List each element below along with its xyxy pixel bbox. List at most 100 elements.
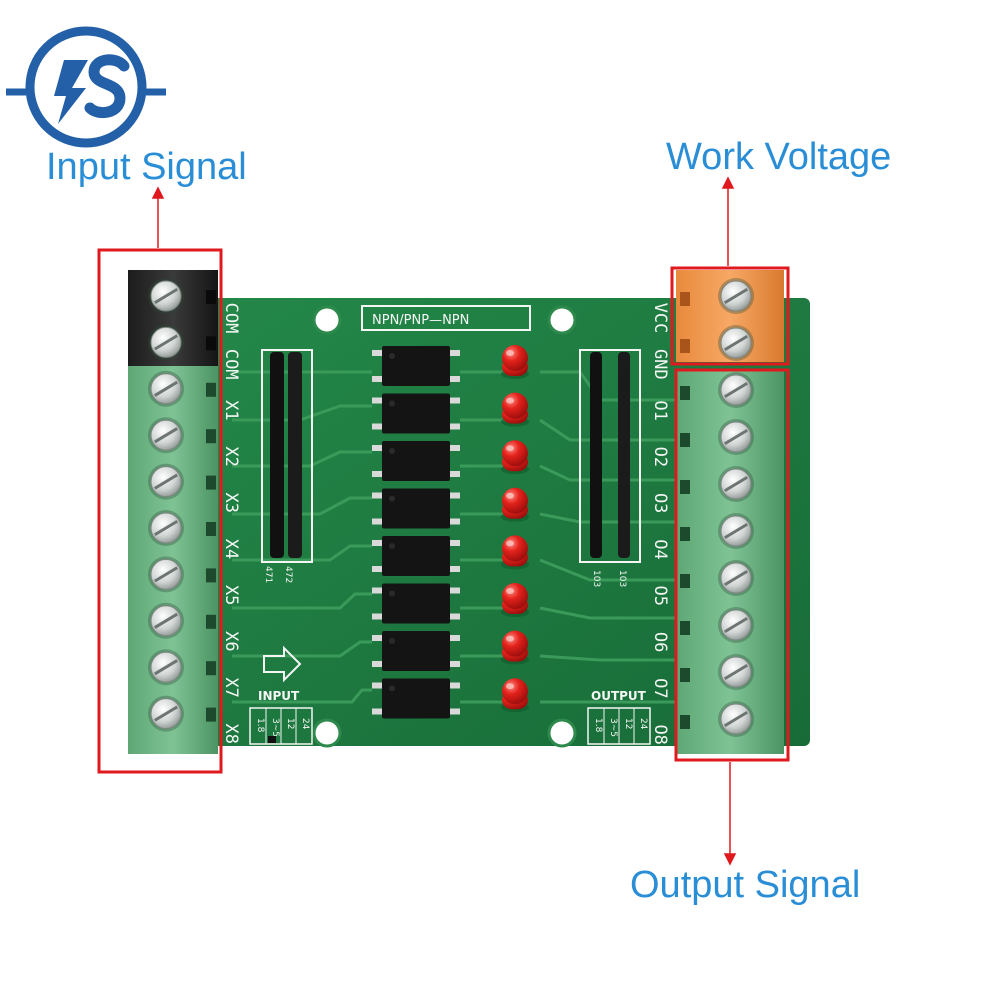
- callout-arrows: [151, 176, 737, 866]
- pcb: [150, 298, 810, 746]
- red-led: [501, 440, 529, 475]
- input-signal-label: Input Signal: [46, 146, 247, 188]
- terminal-slot: [680, 339, 690, 353]
- terminal-label: X7: [221, 677, 241, 697]
- terminal-screw-icon[interactable]: [718, 325, 754, 361]
- terminal-label: X5: [221, 585, 241, 605]
- terminal-slot: [206, 382, 216, 397]
- brand-logo: [6, 26, 166, 148]
- terminal-slot: [680, 386, 690, 400]
- output-signal-label: Output Signal: [630, 864, 861, 906]
- input-voltage-12: 12: [285, 718, 295, 729]
- terminal-slot: [206, 336, 216, 351]
- terminal-slot: [680, 715, 690, 729]
- terminal-screw-icon[interactable]: [718, 560, 754, 596]
- terminal-screw-icon[interactable]: [148, 463, 184, 500]
- terminal-label: X2: [221, 446, 241, 466]
- terminal-screw-icon[interactable]: [718, 372, 754, 408]
- terminal-screw-icon[interactable]: [148, 324, 184, 361]
- terminal-screw-icon[interactable]: [718, 607, 754, 643]
- output-voltage-12: 12: [623, 718, 633, 729]
- red-led: [501, 487, 529, 522]
- terminal-screw-icon[interactable]: [718, 278, 754, 314]
- input-voltage-selector: 1.8 3~5 12 24: [249, 707, 313, 745]
- terminal-slot: [680, 574, 690, 588]
- terminal-slot: [206, 429, 216, 444]
- terminal-slot: [680, 433, 690, 447]
- board-title: NPN/PNP—NPN: [372, 313, 469, 328]
- terminal-screw-icon[interactable]: [718, 701, 754, 737]
- optocouplers: [372, 346, 460, 719]
- optocoupler-chip: [372, 346, 460, 386]
- terminal-label: O5: [650, 586, 670, 606]
- terminal-slot: [206, 661, 216, 676]
- terminal-screw-icon[interactable]: [148, 278, 184, 314]
- terminal-slot: [206, 522, 216, 536]
- output-voltage-24: 24: [638, 718, 648, 730]
- optocoupler-chip: [372, 583, 460, 624]
- resistor-label-103-b: 103: [617, 570, 627, 587]
- terminal-slot: [206, 475, 216, 490]
- optocoupler-chip: [372, 536, 460, 576]
- input-section-label: INPUT: [258, 689, 300, 703]
- output-voltage-3-5: 3~5: [608, 718, 618, 737]
- terminal-label: O2: [650, 447, 670, 467]
- terminal-label: O6: [650, 632, 670, 652]
- terminal-label: X3: [221, 493, 241, 513]
- terminal-screw-icon[interactable]: [148, 602, 184, 639]
- terminal-screw-icon[interactable]: [148, 417, 184, 454]
- terminal-label: VCC: [650, 303, 670, 334]
- red-led: [501, 345, 529, 379]
- input-voltage-1-8: 1.8: [255, 718, 265, 733]
- input-voltage-24: 24: [300, 718, 310, 730]
- terminal-screw-icon[interactable]: [718, 466, 754, 502]
- terminal-screw-icon[interactable]: [148, 556, 184, 593]
- resistor-label-472: 472: [283, 566, 293, 583]
- output-terminal-screws: [680, 278, 754, 737]
- terminal-label: O7: [650, 678, 670, 698]
- terminal-slot: [680, 527, 690, 541]
- red-led: [501, 630, 529, 665]
- output-signal-highlight: [674, 368, 790, 762]
- terminal-label: O1: [650, 400, 670, 420]
- input-signal-highlight: [97, 248, 223, 774]
- terminal-slot: [680, 621, 690, 635]
- terminal-label: COM: [221, 303, 241, 334]
- terminal-screw-icon[interactable]: [148, 649, 184, 686]
- output-section-label: OUTPUT: [591, 689, 647, 703]
- terminal-screw-icon[interactable]: [148, 510, 184, 546]
- output-voltage-1-8: 1.8: [593, 718, 603, 733]
- optocoupler-chip: [372, 441, 460, 481]
- terminal-label: X6: [221, 631, 241, 651]
- red-led: [501, 535, 529, 570]
- input-terminal-screws: [148, 278, 216, 732]
- optocoupler-chip: [372, 488, 460, 529]
- work-voltage-highlight: [670, 266, 790, 366]
- terminal-screw-icon[interactable]: [148, 695, 184, 732]
- terminal-slot: [680, 480, 690, 494]
- logo-mark-icon: [54, 54, 130, 124]
- input-voltage-3-5: 3~5: [270, 718, 280, 737]
- terminal-slot: [206, 290, 216, 304]
- red-led: [501, 678, 529, 713]
- terminal-screw-icon[interactable]: [718, 513, 754, 549]
- terminal-slot: [206, 568, 216, 583]
- left-resistor-networks: 471 472: [261, 349, 313, 583]
- terminal-label: X8: [221, 724, 241, 744]
- optocoupler-chip: [372, 631, 460, 671]
- optocoupler-chip: [372, 393, 460, 434]
- terminal-slot: [680, 668, 690, 682]
- terminal-screw-icon[interactable]: [718, 419, 754, 455]
- terminal-screw-icon[interactable]: [148, 370, 184, 407]
- right-resistor-networks: 103 103: [579, 349, 641, 587]
- work-voltage-label: Work Voltage: [666, 136, 892, 178]
- terminal-label: X4: [221, 539, 241, 559]
- terminal-label: O3: [650, 493, 670, 513]
- resistor-label-471: 471: [263, 566, 273, 583]
- terminal-screw-icon[interactable]: [718, 654, 754, 690]
- terminal-slot: [206, 707, 216, 722]
- red-led: [501, 583, 529, 617]
